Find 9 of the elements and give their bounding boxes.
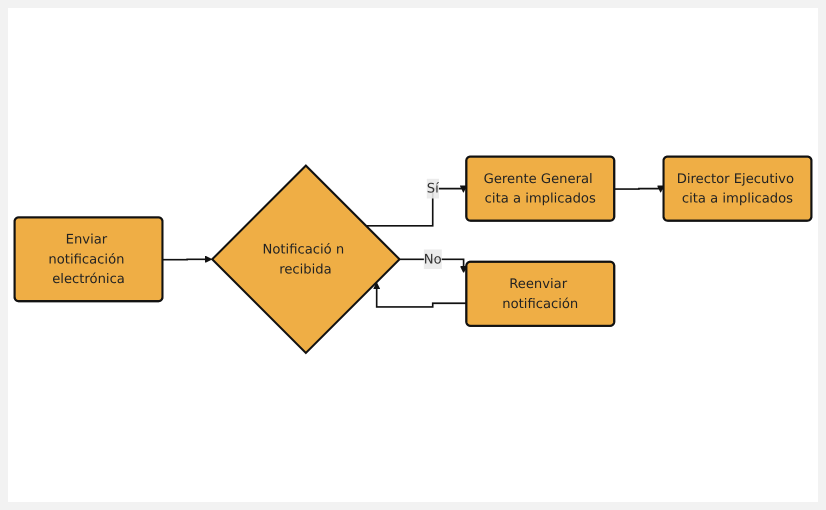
arrow: [399, 258, 468, 274]
edge-label: No: [424, 251, 442, 267]
arrow: [373, 282, 467, 308]
edge-label: Sí: [426, 180, 439, 196]
diagram-background: Sí No Enviar notificación electrónica Notificació n recibida Gerente General cita a implicados Director Ejecutivo cita a implicados Reenviar notificación: [8, 8, 818, 502]
arrow: [614, 186, 664, 193]
node-diamond: [210, 164, 401, 355]
arrow: [162, 256, 212, 264]
arrow: [366, 186, 468, 227]
